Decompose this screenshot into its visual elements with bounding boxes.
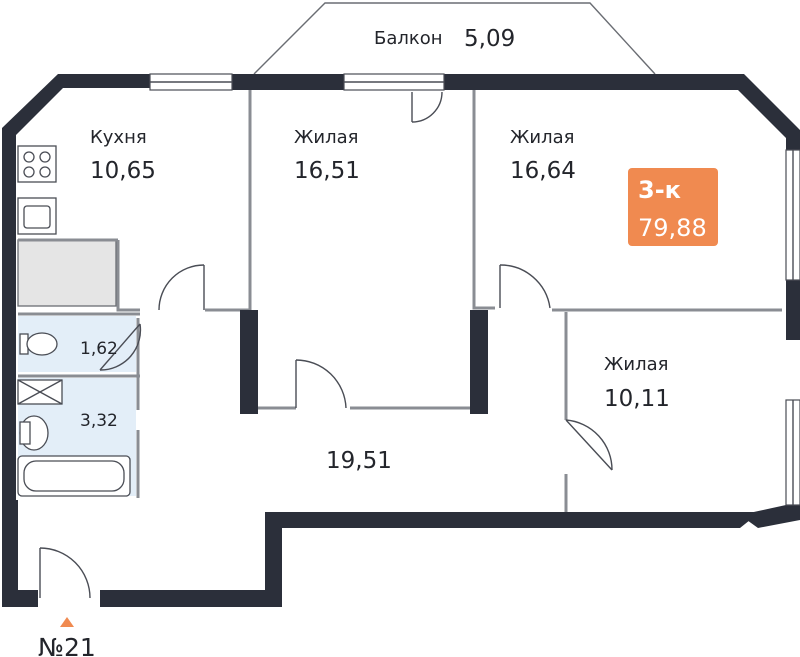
balcony (253, 2, 656, 75)
doors (39, 91, 613, 599)
balcony-area: 5,09 (464, 26, 515, 52)
exterior-walls (2, 74, 800, 607)
stove (17, 145, 57, 183)
badge-total-area: 79,88 (638, 214, 707, 242)
apartment-badge: 3-к 79,88 (628, 168, 718, 246)
kitchen-sink (17, 197, 57, 235)
living-room-3-name: Жилая (604, 354, 668, 375)
toilet-2 (19, 415, 49, 451)
living-room-1-area: 16,51 (294, 158, 360, 184)
partitions (18, 90, 782, 512)
bathtub (17, 455, 131, 497)
entrance-marker (60, 617, 74, 627)
kitchen-area: 10,65 (90, 158, 156, 184)
laundry-box (17, 379, 63, 405)
living-room-1-name: Жилая (294, 127, 358, 148)
balcony-name: Балкон (374, 28, 443, 49)
entrance-number: №21 (38, 633, 96, 657)
bathroom-1-area: 1,62 (80, 339, 118, 359)
kitchen-name: Кухня (90, 127, 147, 148)
living-room-3-area: 10,11 (604, 386, 670, 412)
storage-area (17, 239, 117, 307)
windows (149, 73, 800, 506)
living-room-2-area: 16,64 (510, 158, 576, 184)
bathroom-2-area: 3,32 (80, 411, 118, 431)
badge-room-count: 3-к (638, 176, 681, 204)
living-room-2-name: Жилая (510, 127, 574, 148)
hall-area: 19,51 (326, 448, 392, 474)
toilet-1 (19, 332, 58, 356)
